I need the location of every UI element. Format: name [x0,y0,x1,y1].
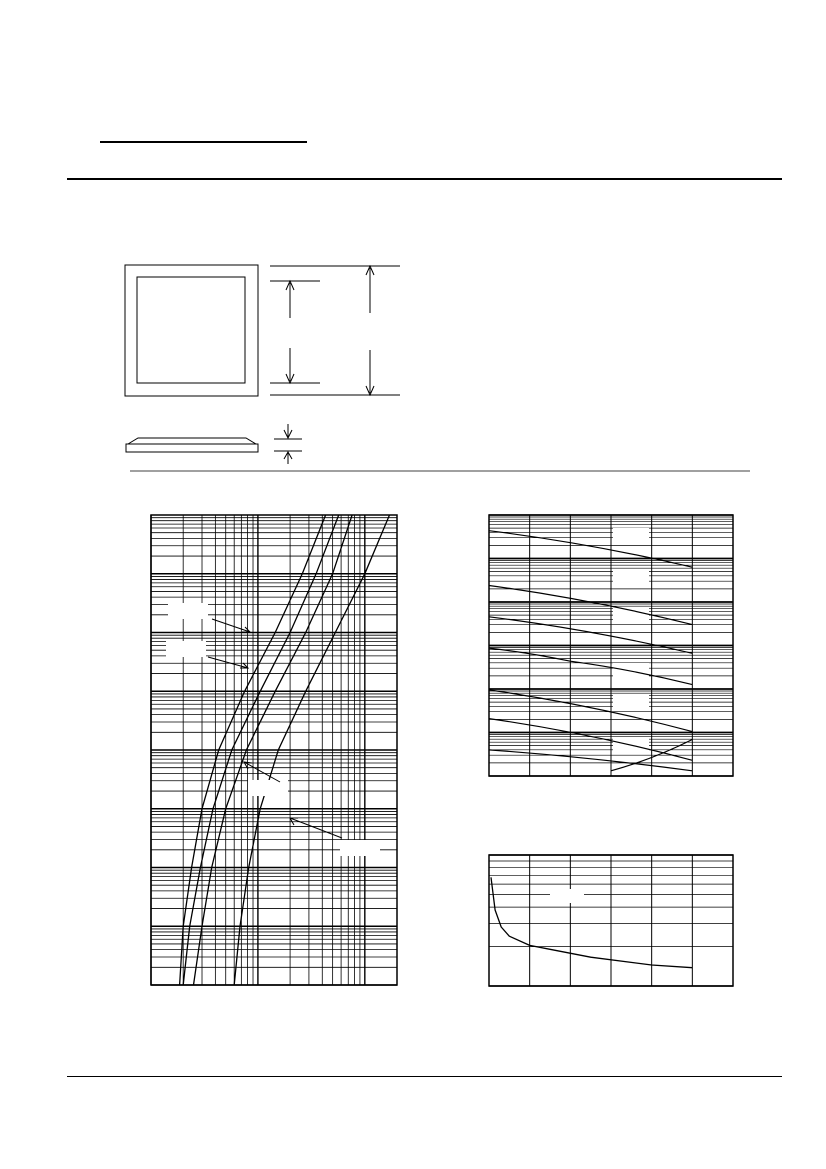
curve-label-box [613,570,649,587]
series-line-4 [233,514,391,986]
dimension-inner [270,279,320,385]
chart-right-bottom-series [490,877,693,969]
curve-label-box [168,603,208,619]
curve-label-box [613,607,649,624]
series-line-7 [488,749,693,772]
header-rule [67,178,782,180]
series-line-1 [488,530,693,568]
series-line-1 [490,877,693,969]
series-line-2 [182,514,340,986]
package-side-view [125,437,259,453]
chart-right-top-series [488,530,693,772]
dimension-outer [270,264,400,397]
dimension-thickness [274,424,302,464]
curve-label-box [613,694,649,711]
series-line-3 [192,514,353,986]
series-line-4 [488,647,693,686]
chart-right-bottom-frame [488,854,734,987]
chart-right-bottom-grid [489,854,733,987]
curve-label-box [248,780,288,796]
curve-label-box [166,641,206,657]
series-line-2 [488,584,693,626]
package-top-view-outer [124,264,259,397]
series-line-3 [488,616,693,654]
curve-label-box [613,528,649,545]
chart-right-top-label-boxes [613,528,649,751]
series-line-1 [178,514,327,986]
header-short-rule [100,141,307,143]
chart-left-pointer-arrows [207,618,343,839]
curve-label-box [550,889,584,903]
chart-left-series [178,514,391,986]
package-top-view-inner [136,276,246,384]
series-line-8 [610,738,693,772]
series-line-6 [488,718,693,761]
footer-rule [67,1076,782,1077]
curve-label-box [340,840,380,856]
chart-right-top-frame [488,514,734,777]
chart-left-frame [150,514,398,986]
chart-left-labels [166,603,380,856]
series-line-5 [488,689,693,733]
